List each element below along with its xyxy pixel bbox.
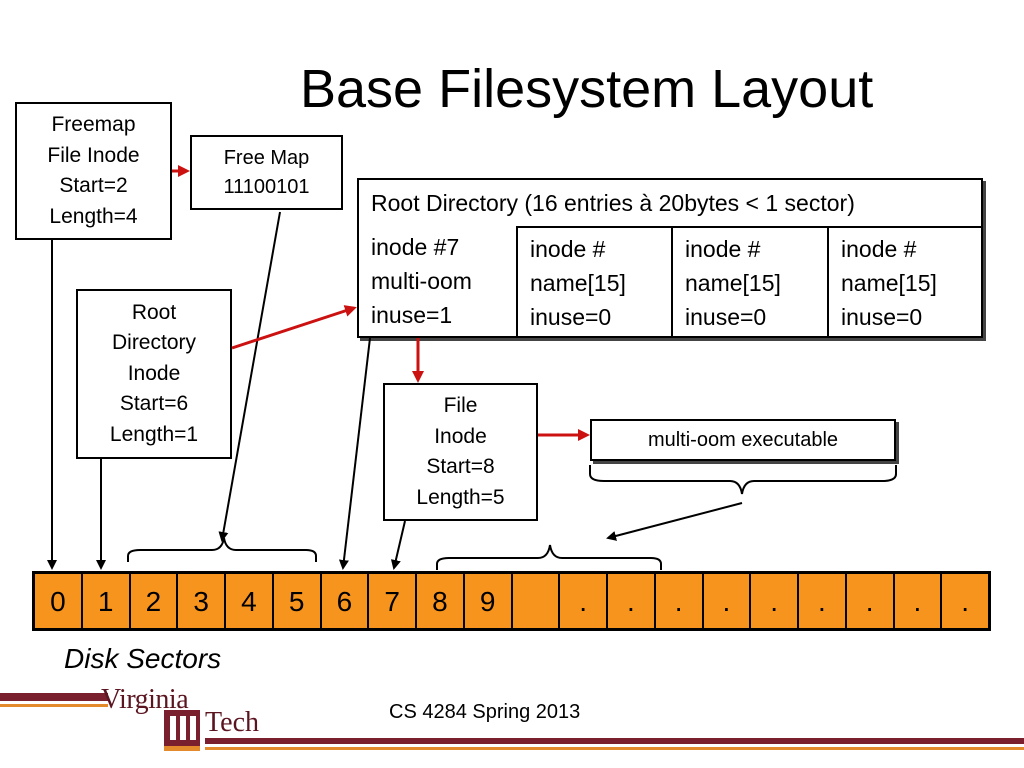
executable-box: multi-oom executable [590, 419, 896, 461]
entry-field: name[15] [530, 270, 626, 296]
disk-sector: 0 [35, 574, 83, 628]
disk-sector: . [751, 574, 799, 628]
directory-entry: inode # name[15] inuse=0 [516, 226, 671, 336]
arrow-free-map-to-sectors [218, 211, 281, 542]
root-inode-line: Start=6 [119, 392, 189, 416]
disk-sector: . [895, 574, 943, 628]
entry-field: inuse=0 [841, 304, 923, 330]
freemap-file-inode-box: Freemap File Inode Start=2 Length=4 [15, 102, 172, 240]
file-inode-line: Inode [434, 424, 487, 448]
disk-sector: . [704, 574, 752, 628]
file-inode-line: File [443, 394, 478, 417]
disk-sector: . [961, 586, 970, 617]
freemap-inode-line: Start=2 [59, 174, 128, 197]
root-directory-inode-box: Root Directory Inode Start=6 Length=1 [76, 289, 232, 459]
brace-sectors-8-12 [436, 544, 662, 570]
freemap-inode-line: File Inode [47, 143, 140, 167]
freemap-inode-line: Length=4 [49, 204, 138, 228]
file-inode-line: Length=5 [416, 485, 505, 509]
disk-sector [513, 574, 561, 628]
disk-sector: 3 [178, 574, 226, 628]
footer-stripe-maroon-right [205, 738, 1024, 744]
disk-sectors-strip: 0 1 2 3 4 5 6 7 8 9 . . . . . . . . . [32, 571, 991, 631]
disk-sector: . [608, 574, 656, 628]
entry-field: name[15] [841, 270, 937, 296]
footer-stripe-orange-left [0, 704, 108, 707]
entry-field: inode # [841, 236, 917, 262]
disk-sector: . [799, 574, 847, 628]
root-inode-line: Inode [127, 361, 181, 385]
disk-sector: . [847, 574, 895, 628]
disk-sector: 9 [465, 574, 513, 628]
disk-sectors-label: Disk Sectors [64, 643, 222, 674]
disk-sector: 2 [131, 574, 179, 628]
freemap-inode-line: Freemap [51, 113, 136, 136]
disk-sector: 7 [369, 574, 417, 628]
disk-sector: 6 [322, 574, 370, 628]
footer-stripe-orange-right [205, 747, 1024, 750]
entry-field: inode # [685, 236, 761, 262]
directory-entry: inode #7 multi-oom inuse=1 [359, 226, 516, 336]
root-directory-header: Root Directory (16 entries à 20bytes < 1… [371, 190, 855, 216]
directory-entry: inode # name[15] inuse=0 [671, 226, 827, 336]
slide-title: Base Filesystem Layout [300, 59, 874, 119]
brace-sectors-2-5 [127, 537, 317, 562]
free-map-box: Free Map 11100101 [190, 135, 343, 210]
root-directory-table: Root Directory (16 entries à 20bytes < 1… [357, 178, 983, 338]
directory-entry: inode # name[15] inuse=0 [827, 226, 981, 336]
root-inode-line: Length=1 [109, 422, 199, 446]
brace-executable [589, 465, 897, 495]
entry-field: name[15] [685, 270, 781, 296]
footer-stripe-maroon-left [0, 693, 108, 701]
disk-sector: . [656, 574, 704, 628]
disk-sector: 1 [83, 574, 131, 628]
file-inode-box: File Inode Start=8 Length=5 [383, 383, 538, 521]
disk-sector: 4 [226, 574, 274, 628]
disk-sector: . [560, 574, 608, 628]
disk-sector: 8 [417, 574, 465, 628]
arrow-executable-to-sectors [606, 502, 743, 541]
free-map-line: Free Map [223, 146, 310, 169]
entry-field: inuse=0 [685, 304, 767, 330]
disk-sector: 5 [274, 574, 322, 628]
logo-text-tech: Tech [205, 707, 260, 738]
arrow-root-inode-to-root-directory [231, 305, 357, 350]
entry-field: multi-oom [371, 268, 472, 294]
entry-field: inode # [530, 236, 606, 262]
entry-field: inode #7 [371, 234, 460, 260]
arrow-root-directory-to-sector-6 [338, 337, 371, 570]
root-inode-line: Directory [111, 331, 196, 355]
logo-text-virginia: Virginia [101, 684, 189, 715]
file-inode-line: Start=8 [426, 455, 495, 478]
virginia-tech-logo-mark [164, 710, 200, 751]
free-map-line: 11100101 [223, 175, 310, 198]
entry-field: inuse=0 [530, 304, 612, 330]
root-inode-line: Root [131, 300, 177, 324]
arrow-file-inode-to-sector-7 [390, 520, 406, 570]
entry-field: inuse=1 [371, 302, 453, 328]
slide-footer: CS 4284 Spring 2013 [389, 701, 581, 723]
